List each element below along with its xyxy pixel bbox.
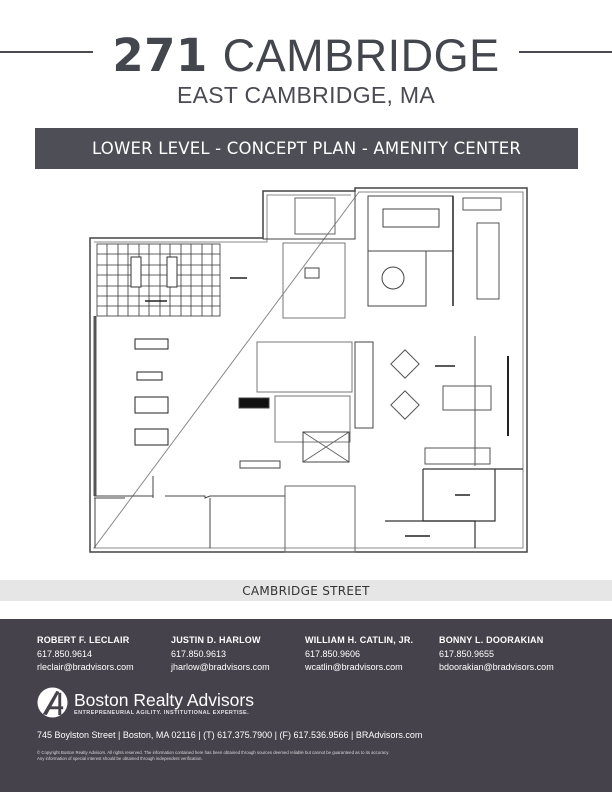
street-label-bar: CAMBRIDGE STREET	[0, 580, 612, 601]
brand-tagline: ENTREPRENEURIAL AGILITY. INSTITUTIONAL E…	[74, 709, 250, 716]
page-header: 271 CAMBRIDGE	[0, 28, 612, 88]
contact-card: JUSTIN D. HARLOW 617.850.9613 jharlow@br…	[171, 634, 305, 673]
disclaimer-line: Any information of special interest shou…	[37, 756, 203, 761]
floor-plan	[85, 186, 535, 558]
office-address: 745 Boylston Street | Boston, MA 02116 |…	[37, 730, 423, 740]
contact-list: ROBERT F. LECLAIR 617.850.9614 rleclair@…	[37, 634, 573, 673]
plan-banner: LOWER LEVEL - CONCEPT PLAN - AMENITY CEN…	[35, 128, 578, 169]
footer: ROBERT F. LECLAIR 617.850.9614 rleclair@…	[0, 619, 612, 792]
title-number: 271	[112, 29, 208, 82]
title-rule-left	[0, 51, 93, 53]
contact-phone[interactable]: 617.850.9613	[171, 649, 227, 659]
brand-name: Boston Realty Advisors	[74, 689, 254, 710]
contact-card: BONNY L. DOORAKIAN 617.850.9655 bdooraki…	[439, 634, 573, 673]
title-rule-right	[519, 51, 612, 53]
contact-name: BONNY L. DOORAKIAN	[439, 635, 544, 645]
brand: Boston Realty Advisors ENTREPRENEURIAL A…	[37, 687, 254, 718]
page-subtitle: EAST CAMBRIDGE, MA	[176, 82, 436, 108]
contact-email[interactable]: jharlow@bradvisors.com	[171, 662, 270, 672]
contact-card: ROBERT F. LECLAIR 617.850.9614 rleclair@…	[37, 634, 171, 673]
disclaimer-line: © Copyright Boston Realty Advisors. All …	[37, 750, 390, 755]
contact-name: ROBERT F. LECLAIR	[37, 635, 130, 645]
contact-email[interactable]: wcatlin@bradvisors.com	[305, 662, 403, 672]
contact-phone[interactable]: 617.850.9606	[305, 649, 361, 659]
title-name: CAMBRIDGE	[222, 30, 500, 81]
contact-name: WILLIAM H. CATLIN, JR.	[305, 635, 414, 645]
page-title: 271 CAMBRIDGE	[0, 28, 612, 84]
contact-card: WILLIAM H. CATLIN, JR. 617.850.9606 wcat…	[305, 634, 439, 673]
contact-name: JUSTIN D. HARLOW	[171, 635, 261, 645]
contact-email[interactable]: rleclair@bradvisors.com	[37, 662, 134, 672]
contact-phone[interactable]: 617.850.9655	[439, 649, 495, 659]
contact-email[interactable]: bdoorakian@bradvisors.com	[439, 662, 554, 672]
contact-phone[interactable]: 617.850.9614	[37, 649, 93, 659]
banner-label: LOWER LEVEL - CONCEPT PLAN - AMENITY CEN…	[91, 139, 522, 158]
street-label: CAMBRIDGE STREET	[242, 583, 370, 598]
floor-plan-drawing-icon	[89, 187, 528, 553]
bra-logo-icon	[37, 687, 68, 718]
disclaimer: © Copyright Boston Realty Advisors. All …	[37, 750, 577, 762]
